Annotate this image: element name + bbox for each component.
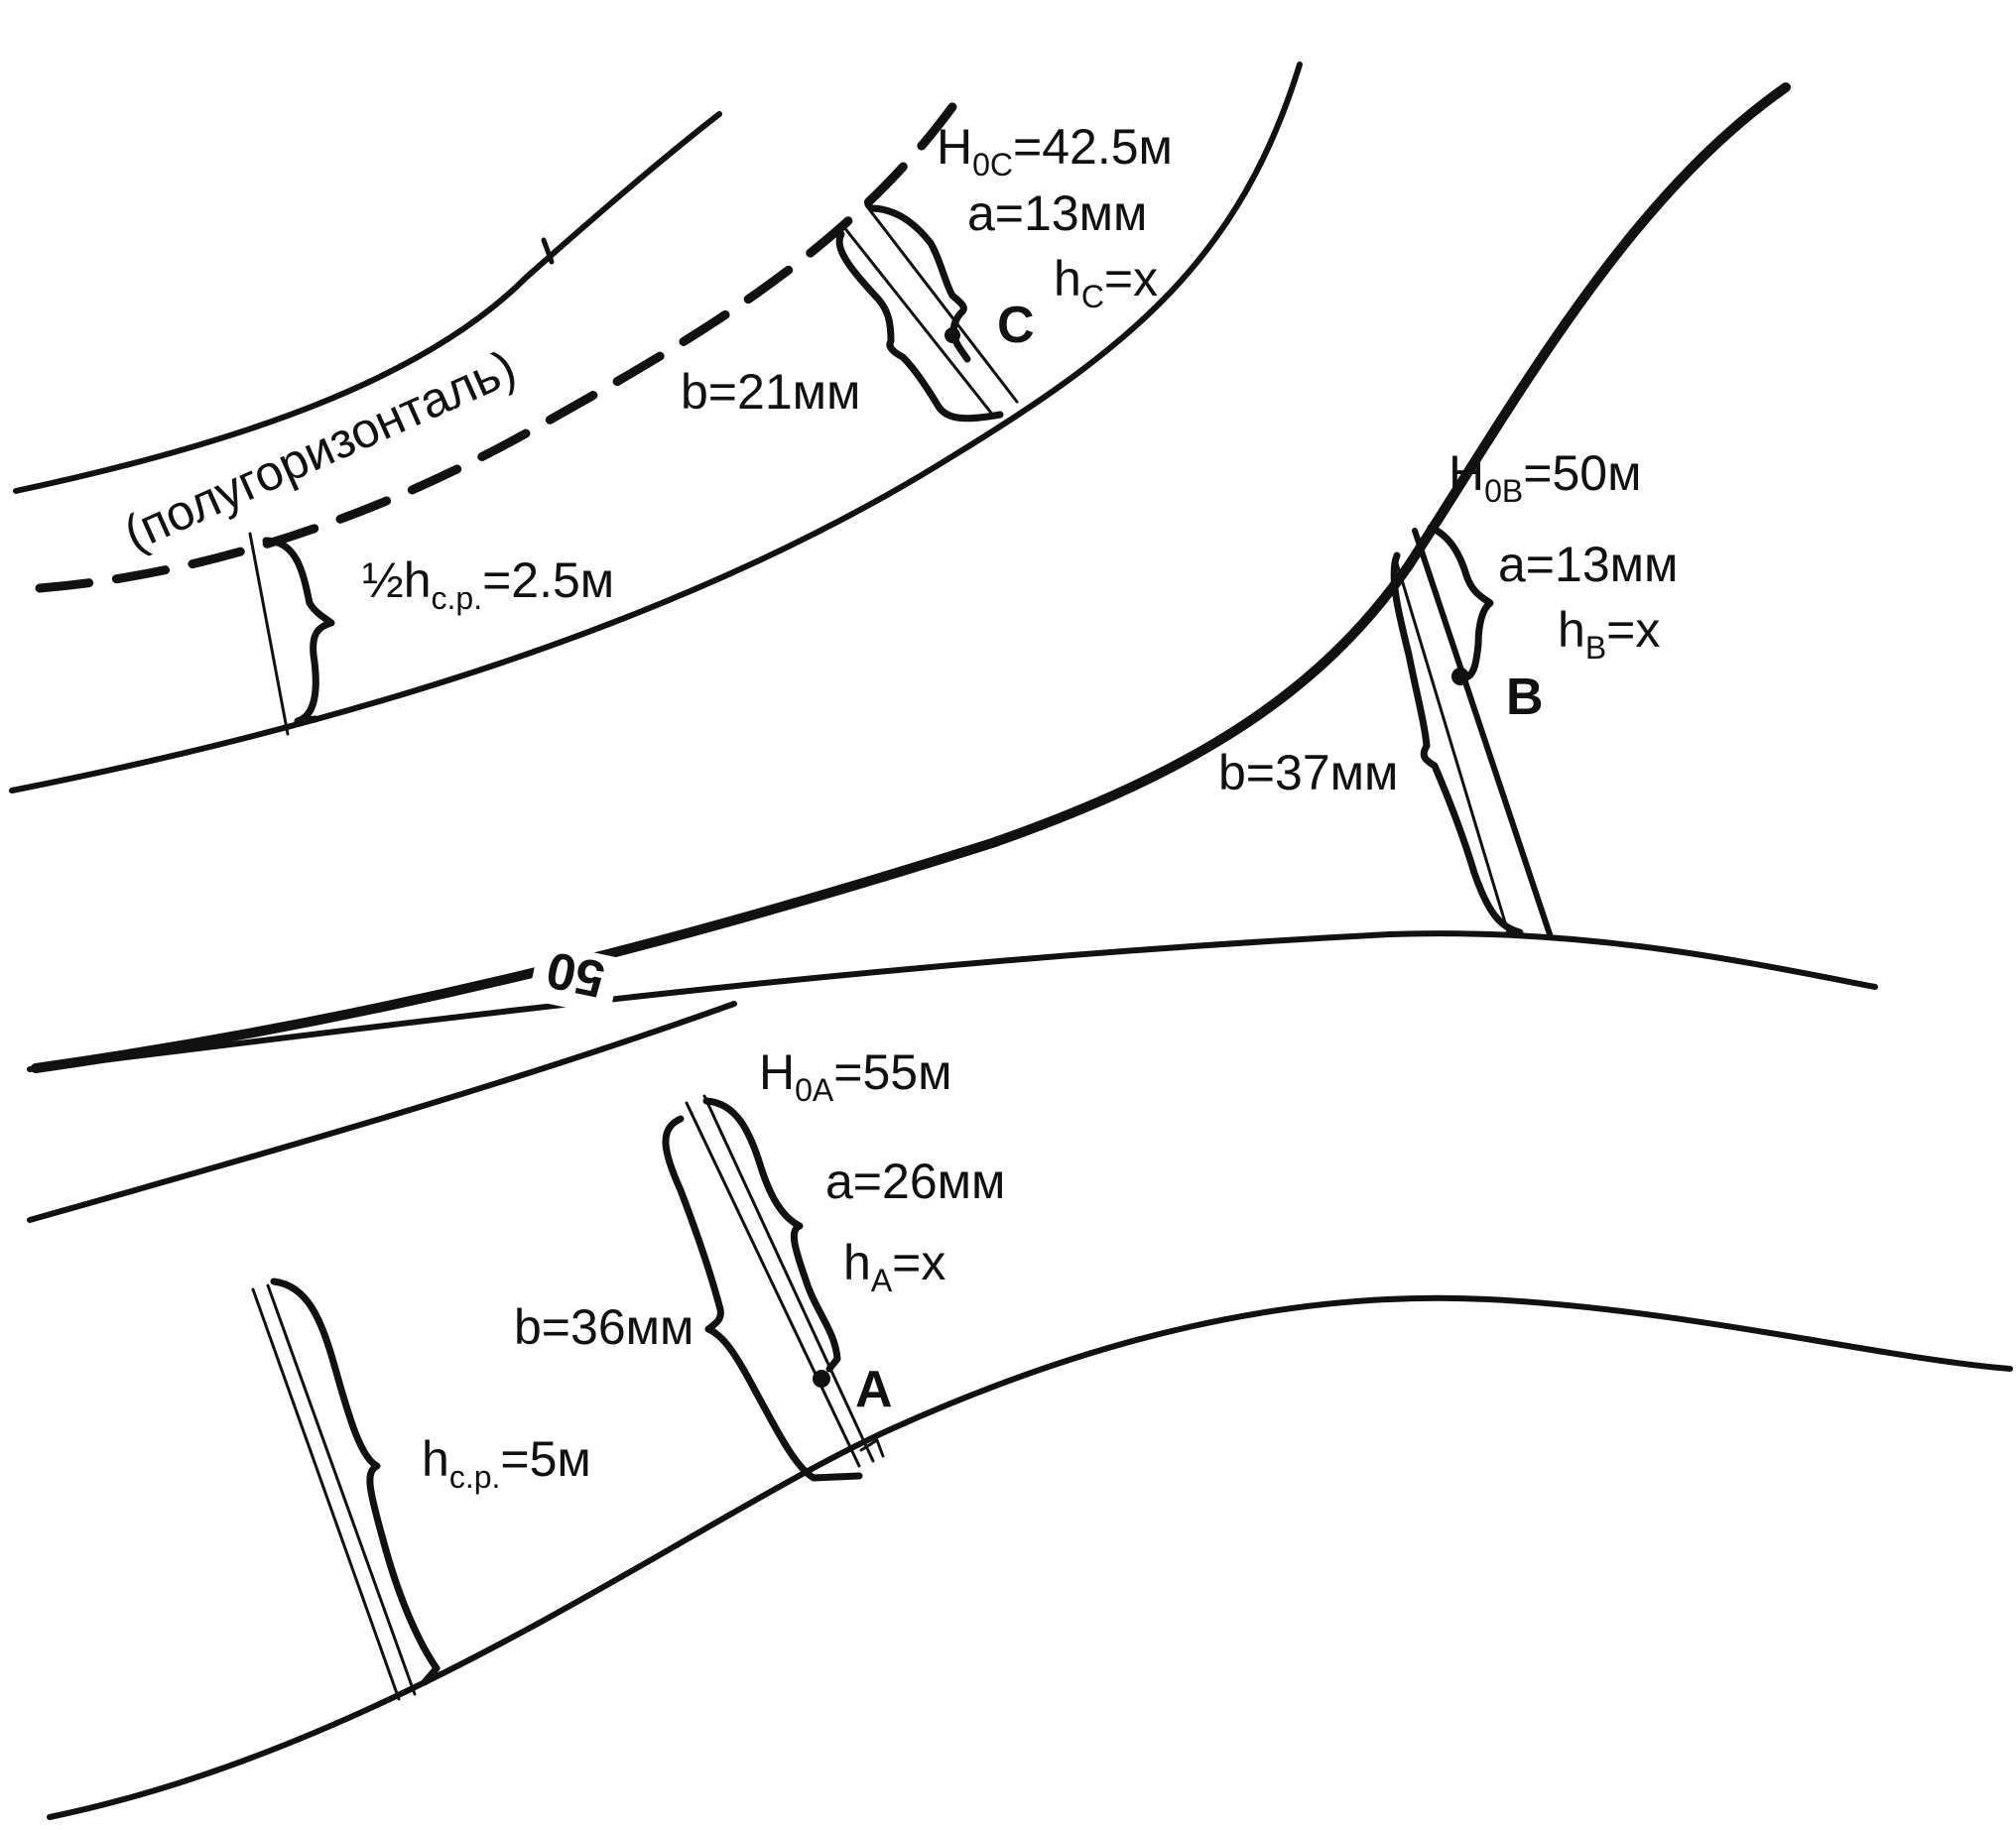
c-elevation-label: H0C=42.5м	[937, 119, 1173, 183]
contour-middle	[27, 930, 1878, 1072]
contour-upper	[9, 61, 1303, 793]
interval-segment-right	[266, 1283, 417, 1696]
a-segment-left	[685, 1101, 861, 1468]
a-b-label: b=36мм	[514, 1299, 693, 1355]
a-a-label: a=26мм	[825, 1154, 1005, 1209]
b-a-label: a=13мм	[1498, 537, 1678, 592]
c-segment-right	[864, 203, 1019, 404]
a-brace-a	[702, 1097, 841, 1373]
b-b-label: b=37мм	[1218, 745, 1398, 800]
b-segment-right	[1412, 528, 1554, 940]
contour-bottom	[47, 1294, 2013, 1820]
contour-main-50	[31, 82, 1791, 1073]
a-h-label: hA=x	[843, 1235, 945, 1298]
c-h-label: hC=x	[1054, 251, 1158, 314]
b-brace-a	[1427, 524, 1494, 680]
contour-label-50: 50	[542, 940, 610, 1009]
interval-label: hс.р.=5м	[422, 1431, 591, 1495]
c-a-label: a=13мм	[967, 185, 1147, 241]
point-a-letter: A	[855, 1361, 893, 1418]
contour-lower	[27, 1001, 737, 1223]
a-elevation-label: H0A=55м	[759, 1044, 951, 1108]
a-brace-b	[662, 1115, 863, 1482]
point-c-dot	[945, 327, 960, 343]
half-interval-segment	[248, 532, 290, 736]
point-b-letter: B	[1506, 669, 1544, 726]
point-a-dot	[813, 1370, 830, 1388]
half-horizontal-line	[35, 99, 959, 593]
c-brace-b	[835, 230, 1004, 423]
a-right-angle-mark	[859, 1438, 885, 1458]
c-b-label: b=21мм	[681, 364, 860, 420]
a-segment-right	[702, 1094, 875, 1463]
contour-label-mask	[527, 940, 622, 1017]
half-interval-brace	[262, 537, 335, 725]
c-brace-a	[867, 204, 971, 363]
c-segment-left	[841, 224, 996, 419]
b-h-label: hB=x	[1558, 602, 1660, 666]
point-c-letter: C	[997, 297, 1035, 354]
b-elevation-label: H0B=50м	[1449, 445, 1641, 509]
point-b-dot	[1451, 668, 1469, 685]
half-interval-label: ½hс.р.=2.5м	[362, 552, 614, 616]
contour-top-left	[13, 111, 722, 494]
b-brace-b	[1390, 551, 1524, 936]
interval-segment-left	[251, 1287, 401, 1701]
b-segment-left	[1395, 561, 1510, 934]
contour-tick	[541, 237, 555, 265]
interval-brace	[270, 1278, 441, 1686]
